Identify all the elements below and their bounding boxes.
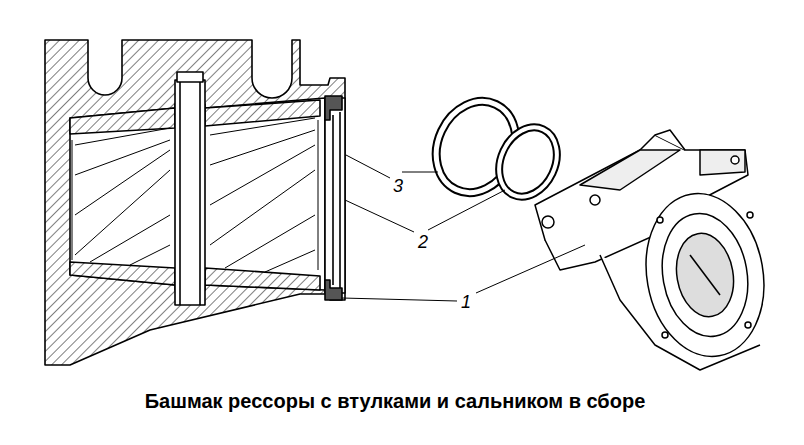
shoe-view <box>535 130 776 370</box>
seal-rings <box>422 88 568 206</box>
leader-lines <box>342 155 585 301</box>
caption: Башмак рессоры с втулками и сальником в … <box>145 390 646 412</box>
callout-number: 1 <box>459 292 473 312</box>
callout-number: 3 <box>391 176 405 196</box>
shoe-section <box>45 40 345 365</box>
callout-number: 2 <box>416 232 430 252</box>
